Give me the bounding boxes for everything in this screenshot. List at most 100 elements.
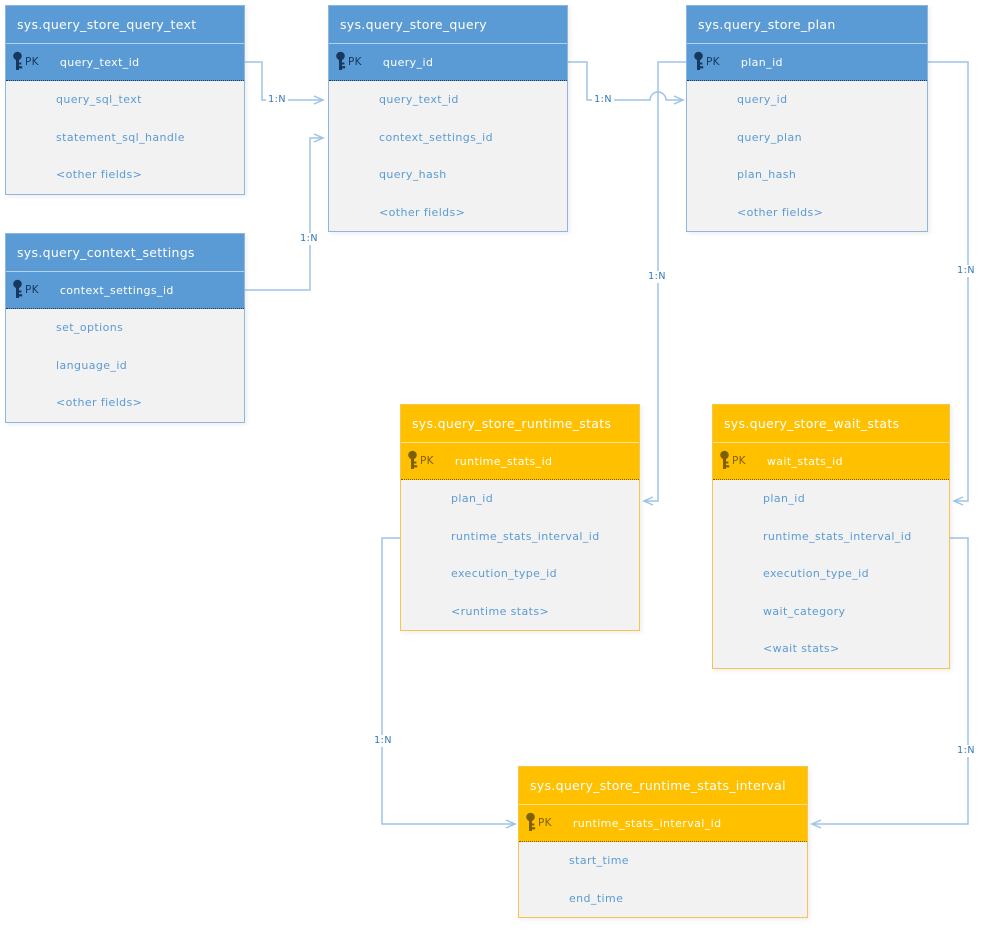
table-title[interactable]: sys.query_store_runtime_stats_interval (519, 767, 807, 805)
field-name: start_time (569, 854, 629, 868)
field-row[interactable]: language_id (6, 347, 244, 385)
field-row[interactable]: <other fields> (6, 384, 244, 422)
pk-row[interactable]: PK context_settings_id (6, 272, 244, 309)
table-title-text: sys.query_store_query (340, 17, 487, 32)
connector-plan-to-wait-stats (928, 61, 969, 506)
field-name: <other fields> (379, 205, 466, 219)
field-row[interactable]: statement_sql_handle (6, 119, 244, 157)
field-row[interactable]: query_text_id (329, 81, 567, 119)
key-icon (718, 450, 731, 472)
table-fields: query_id query_plan plan_hash<other fields… (687, 81, 927, 231)
pk-field-name: context_settings_id (59, 283, 174, 297)
key-icon-glyph (336, 51, 346, 70)
field-row[interactable]: end_time (519, 880, 807, 918)
table-title-text: sys.query_store_runtime_stats_interval (530, 778, 786, 793)
field-row[interactable]: wait_category (713, 593, 949, 631)
pk-field-name: runtime_stats_id (454, 454, 553, 468)
pk-row[interactable]: PK query_text_id (6, 44, 244, 81)
field-name: wait_category (763, 604, 846, 618)
table-title-text: sys.query_context_settings (17, 245, 195, 260)
field-row[interactable]: <other fields> (6, 156, 244, 194)
table-fields: set_options language_id <other fields> (6, 309, 244, 422)
key-icon-glyph (408, 450, 418, 469)
pk-label: PK (706, 56, 720, 68)
field-name: query_text_id (379, 93, 459, 107)
key-icon (334, 51, 347, 73)
field-name: <wait stats> (763, 642, 840, 656)
table-title-text: sys.query_store_runtime_stats (412, 416, 612, 431)
field-row[interactable]: runtime_stats_interval_id (401, 518, 639, 556)
pk-label: PK (538, 817, 552, 829)
table-fields: query_sql_text statement_sql_handle <other… (6, 81, 244, 194)
field-name: <runtime stats> (451, 604, 550, 618)
field-row[interactable]: execution_type_id (401, 555, 639, 593)
key-icon (11, 279, 24, 301)
field-row[interactable]: context_settings_id (329, 119, 567, 157)
table-title[interactable]: sys.query_context_settings (6, 234, 244, 272)
connector-query-text-to-query (245, 61, 325, 105)
table-title[interactable]: sys.query_store_wait_stats (713, 405, 949, 443)
field-row[interactable]: query_sql_text (6, 81, 244, 119)
table-title[interactable]: sys.query_store_query (329, 6, 567, 44)
table-title[interactable]: sys.query_store_query_text (6, 6, 244, 44)
field-row[interactable]: plan_id (713, 480, 949, 518)
field-row[interactable]: runtime_stats_interval_id (713, 518, 949, 556)
field-name: query_plan (737, 130, 803, 144)
field-row[interactable]: query_hash (329, 156, 567, 194)
pk-label: PK (420, 455, 434, 467)
pk-label: PK (25, 284, 39, 296)
field-name: language_id (56, 358, 128, 372)
connector-query-to-plan (568, 61, 685, 105)
table-title-text: sys.query_store_wait_stats (724, 416, 900, 431)
relationship-cardinality-label: 1:N (298, 233, 320, 245)
table-title-text: sys.query_store_plan (698, 17, 836, 32)
field-name: plan_id (763, 492, 806, 506)
field-row[interactable]: <other fields> (329, 194, 567, 232)
table-title[interactable]: sys.query_store_runtime_stats (401, 405, 639, 443)
field-row[interactable]: start_time (519, 842, 807, 880)
field-name: runtime_stats_interval_id (763, 529, 912, 543)
field-name: set_options (56, 321, 124, 335)
field-row[interactable]: <wait stats> (713, 630, 949, 668)
relationship-cardinality-label: 1:N (372, 735, 394, 747)
pk-row[interactable]: PK plan_id (687, 44, 927, 81)
field-name: execution_type_id (451, 567, 558, 581)
field-name: end_time (569, 891, 624, 905)
field-row[interactable]: query_plan (687, 119, 927, 157)
field-row[interactable]: plan_hash (687, 156, 927, 194)
relationship-cardinality-label: 1:N (646, 271, 668, 283)
pk-row[interactable]: PK runtime_stats_id (401, 443, 639, 480)
pk-label: PK (25, 56, 39, 68)
field-row[interactable]: <other fields> (687, 194, 927, 232)
field-row[interactable]: set_options (6, 309, 244, 347)
key-icon (692, 51, 705, 73)
field-row[interactable]: plan_id (401, 480, 639, 518)
key-icon-glyph (526, 812, 536, 831)
field-name: <other fields> (56, 168, 143, 182)
pk-field-name: wait_stats_id (766, 454, 844, 468)
field-row[interactable]: query_id (687, 81, 927, 119)
key-icon-glyph (13, 51, 23, 70)
table-title[interactable]: sys.query_store_plan (687, 6, 927, 44)
field-row[interactable]: <runtime stats> (401, 593, 639, 631)
pk-field-name: query_text_id (59, 55, 140, 69)
pk-field-name: query_id (382, 55, 434, 69)
field-row[interactable]: execution_type_id (713, 555, 949, 593)
pk-field-name: plan_id (740, 55, 783, 69)
field-name: query_sql_text (56, 93, 142, 107)
connector-wait-stats-to-interval (810, 537, 969, 829)
key-icon (11, 51, 24, 73)
